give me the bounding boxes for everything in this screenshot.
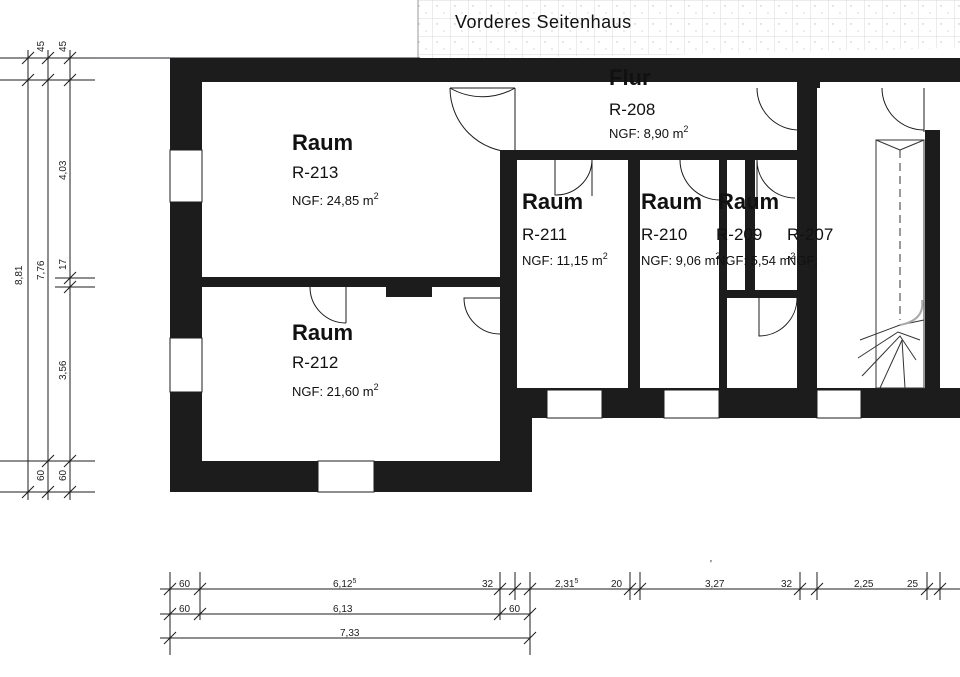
neighbour-building-hatch [417,0,960,60]
dim-label: 60 [179,604,191,615]
svg-text:NGF: 11,15 m2: NGF: 11,15 m2 [522,251,608,268]
room-area: NGF: 24,85 m [292,193,374,208]
dim-label: 6,12 [333,579,353,590]
walls [170,58,960,492]
svg-text:6,125: 6,125 [333,578,356,590]
dim-superscript: 5 [574,578,578,585]
dim-superscript: 5 [352,578,356,585]
room-id: R-211 [522,225,567,244]
room-label-r207: R-207 NGF: [787,225,833,268]
stairs [857,139,925,389]
horizontal-dimension-labels: 60 6,125 32 2,315 20 3,27 32 2,25 25 60 … [179,559,919,639]
room-area: NGF: [787,253,818,268]
dim-label: 17 [58,258,69,270]
room-label-r209: Raum R-209 NGF: 5,54 m2 [716,189,795,268]
dim-label: 3,56 [58,360,69,380]
room-title: Flur [609,65,651,90]
room-area: NGF: 5,54 m [716,253,790,268]
room-id: R-212 [292,353,338,372]
svg-text:NGF: 9,06 m2: NGF: 9,06 m2 [641,251,720,268]
room-id: R-210 [641,225,687,244]
room-area: NGF: 8,90 m [609,126,683,141]
room-id: R-209 [716,225,762,244]
room-area: NGF: 21,60 m [292,384,374,399]
dim-label: 6,13 [333,604,353,615]
svg-text:NGF: 21,60 m2: NGF: 21,60 m2 [292,382,379,399]
dim-label: 2,25 [854,579,874,590]
dim-label: 45 [36,40,47,52]
room-id: R-207 [787,225,833,244]
area-superscript: 2 [374,382,379,392]
room-label-r210: Raum R-210 NGF: 9,06 m2 [641,189,720,268]
area-superscript: 2 [715,251,720,261]
room-title: Raum [641,189,702,214]
vertical-dimensions [0,50,95,500]
dim-label: 45 [58,40,69,52]
dim-label: 60 [179,579,191,590]
dim-label: 7,33 [340,628,360,639]
room-id: R-208 [609,100,655,119]
room-title: Raum [718,189,779,214]
dim-label: 8,81 [14,265,25,285]
svg-text:NGF: 8,90 m2: NGF: 8,90 m2 [609,124,688,141]
dim-label: 20 [611,579,623,590]
room-label-r208: Flur R-208 NGF: 8,90 m2 [609,65,688,141]
room-label-r212: Raum R-212 NGF: 21,60 m2 [292,320,379,399]
dim-label: 60 [509,604,521,615]
svg-text:NGF: 24,85 m2: NGF: 24,85 m2 [292,191,379,208]
dim-label: 60 [58,469,69,481]
horizontal-dimensions [160,572,960,655]
windows [169,149,862,493]
room-area: NGF: 9,06 m [641,253,715,268]
area-superscript: 2 [790,251,795,261]
tick-mark: ' [710,559,712,570]
svg-text:NGF: 5,54 m2: NGF: 5,54 m2 [716,251,795,268]
building-label: Vorderes Seitenhaus [455,12,632,32]
room-title: Raum [522,189,583,214]
dim-label: 32 [482,579,494,590]
room-label-r211: Raum R-211 NGF: 11,15 m2 [522,189,608,268]
dim-label: 25 [907,579,919,590]
room-title: Raum [292,320,353,345]
dim-label: 4,03 [58,160,69,180]
dim-label: 7,76 [36,260,47,280]
area-superscript: 2 [603,251,608,261]
dim-label: 3,27 [705,579,725,590]
vertical-dimension-labels: 8,81 7,76 45 60 45 4,03 17 3,56 60 [14,40,69,481]
room-area: NGF: 11,15 m [522,253,603,268]
area-superscript: 2 [374,191,379,201]
room-title: Raum [292,130,353,155]
area-superscript: 2 [683,124,688,134]
dim-label: 32 [781,579,793,590]
svg-text:2,315: 2,315 [555,578,578,590]
dim-label: 2,31 [555,579,575,590]
room-label-r213: Raum R-213 NGF: 24,85 m2 [292,130,379,208]
doors [309,87,925,337]
dim-label: 60 [36,469,47,481]
room-id: R-213 [292,163,338,182]
